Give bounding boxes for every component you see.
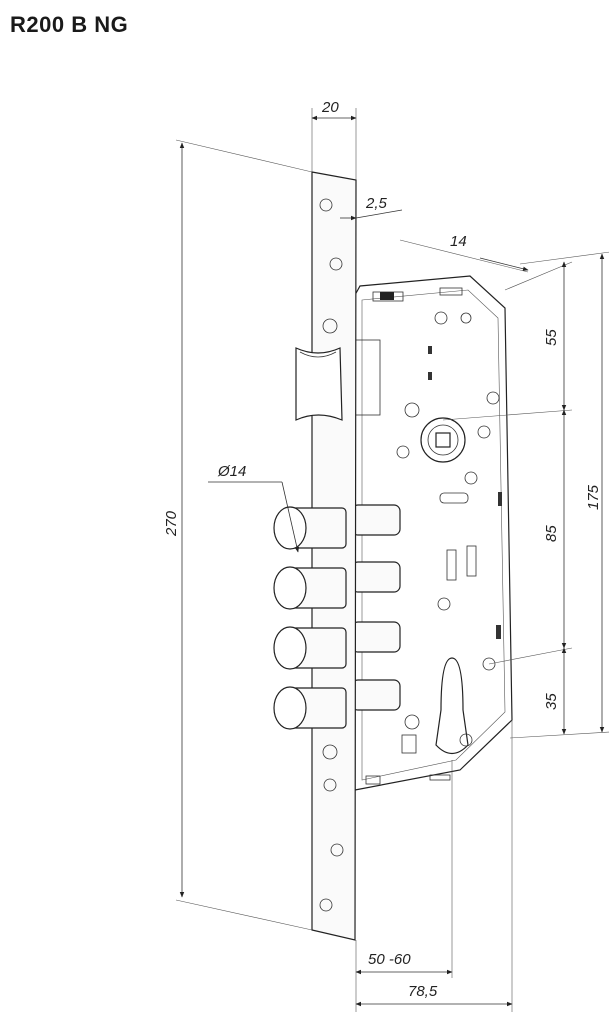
- round-bolts: [273, 506, 347, 730]
- faceplate: [311, 171, 357, 941]
- spindle-hub: [420, 417, 466, 463]
- dim-cylinder-to-bottom: 35: [543, 693, 560, 710]
- round-bolt: [273, 686, 347, 730]
- lock-case: [354, 275, 513, 791]
- dim-case-height: 175: [585, 484, 602, 510]
- dim-backset: 50 -60: [368, 951, 411, 968]
- bolt-tails: [349, 339, 401, 711]
- cylinder-cutout: [435, 657, 469, 755]
- dim-faceplate-thickness: 2,5: [340, 195, 403, 221]
- dim-label: 270: [163, 510, 180, 537]
- dim-label: 14: [450, 233, 467, 250]
- latch-bolt: [295, 347, 343, 421]
- round-bolt: [273, 626, 347, 670]
- dim-label: 20: [321, 99, 339, 116]
- dim-bolt-diameter: Ø14: [208, 463, 300, 553]
- dim-case-offset: 14: [399, 233, 529, 273]
- dim-case-depth: 78,5: [408, 983, 438, 1000]
- dim-bottom-chain: [355, 720, 513, 1012]
- round-bolt: [273, 566, 347, 610]
- dim-label: Ø14: [217, 463, 246, 480]
- dim-overall-height: 270: [163, 139, 313, 931]
- dim-label: 2,5: [365, 195, 388, 212]
- dim-faceplate-width: 20: [311, 99, 357, 180]
- product-title: R200 B NG: [10, 12, 129, 37]
- dim-handle-to-cylinder: 85: [543, 525, 560, 542]
- dim-top-to-handle: 55: [543, 329, 560, 346]
- round-bolt: [273, 506, 347, 550]
- dim-right-chain: [442, 251, 609, 739]
